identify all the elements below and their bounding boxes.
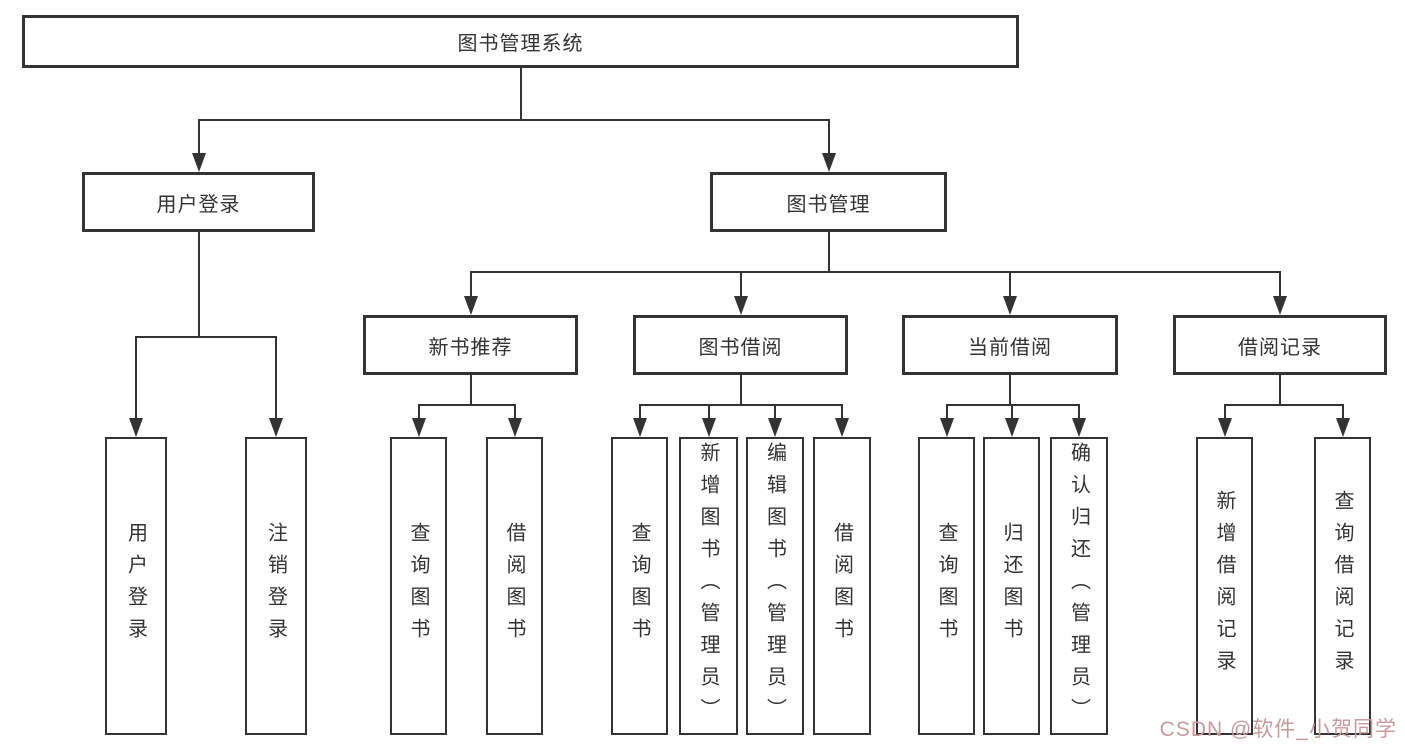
- arrow-down-icon: [1072, 418, 1086, 437]
- node-confirm-return: 确认归还（管理员）: [1050, 437, 1108, 735]
- arrow-down-icon: [1273, 296, 1287, 315]
- connector-line: [1224, 405, 1226, 418]
- connector-line: [1279, 375, 1281, 405]
- connector-line: [828, 232, 830, 272]
- arrow-down-icon: [464, 296, 478, 315]
- connector-line: [946, 405, 948, 418]
- arrow-down-icon: [835, 418, 849, 437]
- connector-line: [708, 405, 710, 418]
- connector-line: [1342, 405, 1344, 418]
- arrow-down-icon: [940, 418, 954, 437]
- node-return-books: 归还图书: [983, 437, 1040, 735]
- node-add-books: 新增图书（管理员）: [679, 437, 738, 735]
- connector-line: [639, 405, 641, 418]
- connector-line: [740, 375, 742, 405]
- connector-line: [828, 120, 830, 153]
- arrow-down-icon: [269, 418, 283, 437]
- node-query-books-3: 查询图书: [918, 437, 975, 735]
- connector-line: [198, 120, 200, 153]
- arrow-down-icon: [822, 153, 836, 172]
- node-user-login-module: 用户登录: [82, 172, 315, 232]
- connector-line: [1009, 272, 1011, 296]
- node-book-borrow: 图书借阅: [633, 315, 848, 375]
- connector-line: [135, 337, 137, 418]
- arrow-down-icon: [633, 418, 647, 437]
- connector-line: [639, 404, 843, 406]
- connector-line: [1009, 375, 1011, 405]
- arrow-down-icon: [734, 296, 748, 315]
- node-borrow-books-1: 借阅图书: [486, 437, 543, 735]
- connector-line: [198, 119, 830, 121]
- arrow-down-icon: [508, 418, 522, 437]
- arrow-down-icon: [702, 418, 716, 437]
- node-borrow-records: 借阅记录: [1173, 315, 1387, 375]
- node-add-borrow-record: 新增借阅记录: [1196, 437, 1253, 735]
- connector-line: [1279, 272, 1281, 296]
- connector-line: [514, 405, 516, 418]
- node-new-book-recommend: 新书推荐: [363, 315, 578, 375]
- arrow-down-icon: [1005, 418, 1019, 437]
- connector-line: [1078, 405, 1080, 418]
- arrow-down-icon: [192, 153, 206, 172]
- connector-line: [418, 405, 420, 418]
- connector-line: [1011, 405, 1013, 418]
- node-user-login: 用户登录: [105, 437, 167, 735]
- connector-line: [470, 271, 1281, 273]
- connector-line: [470, 375, 472, 405]
- connector-line: [275, 337, 277, 418]
- connector-line: [1224, 404, 1344, 406]
- csdn-watermark: CSDN @软件_小贺同学: [1159, 718, 1397, 741]
- node-query-books-1: 查询图书: [390, 437, 447, 735]
- arrow-down-icon: [768, 418, 782, 437]
- connector-line: [946, 404, 1080, 406]
- node-root: 图书管理系统: [22, 15, 1019, 68]
- node-book-management: 图书管理: [710, 172, 947, 232]
- arrow-down-icon: [1218, 418, 1232, 437]
- connector-line: [418, 404, 516, 406]
- connector-line: [470, 272, 472, 296]
- connector-line: [198, 232, 200, 337]
- arrow-down-icon: [1336, 418, 1350, 437]
- node-query-books-2: 查询图书: [611, 437, 668, 735]
- arrow-down-icon: [1003, 296, 1017, 315]
- node-logout: 注销登录: [245, 437, 307, 735]
- node-current-borrow: 当前借阅: [902, 315, 1118, 375]
- arrow-down-icon: [129, 418, 143, 437]
- arrow-down-icon: [412, 418, 426, 437]
- node-borrow-books-2: 借阅图书: [813, 437, 871, 735]
- node-edit-books: 编辑图书（管理员）: [746, 437, 804, 735]
- connector-line: [774, 405, 776, 418]
- node-query-borrow-record: 查询借阅记录: [1314, 437, 1371, 735]
- connector-line: [135, 336, 277, 338]
- connector-line: [520, 68, 522, 120]
- connector-line: [740, 272, 742, 296]
- connector-line: [841, 405, 843, 418]
